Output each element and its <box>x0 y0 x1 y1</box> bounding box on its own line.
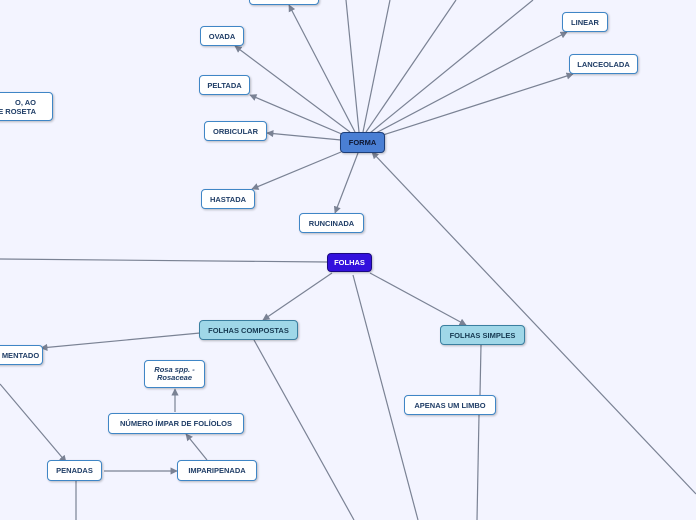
node-label: E ROSETA <box>0 106 36 116</box>
link-compostas-down <box>253 339 355 520</box>
link-forma-hastada <box>251 151 342 190</box>
node-label: NÚMERO ÍMPAR DE FOLÍOLOS <box>120 419 232 428</box>
node-label: ORBICULAR <box>213 126 258 136</box>
node-mentado[interactable]: MENTADO <box>0 345 43 365</box>
link-forma-lanceolada <box>379 72 574 137</box>
node-runcinada[interactable]: RUNCINADA <box>299 213 364 233</box>
link-forma-offscreen-4 <box>365 0 457 133</box>
node-penadas[interactable]: PENADAS <box>47 460 102 481</box>
node-label: FORMA <box>348 138 377 147</box>
node-label: FOLHAS COMPOSTAS <box>208 325 289 335</box>
node-ovada[interactable]: OVADA <box>200 26 244 46</box>
node-label: LINEAR <box>571 17 599 27</box>
node-forma[interactable]: FORMA <box>340 132 385 153</box>
node-label: Rosaceae <box>156 373 193 382</box>
node-label: O, AO <box>15 97 36 107</box>
link-forma-runcinada <box>333 152 359 214</box>
link-compostas-mentado <box>40 332 201 351</box>
node-folhas-simples[interactable]: FOLHAS SIMPLES <box>440 325 525 345</box>
node-rosa[interactable]: Rosa spp. - Rosaceae <box>144 360 205 388</box>
link-folhas-left <box>0 258 328 263</box>
node-label: FOLHAS SIMPLES <box>449 330 516 340</box>
node-lanceolada[interactable]: LANCEOLADA <box>569 54 638 74</box>
link-simples-limbo <box>479 344 482 396</box>
node-label: MENTADO <box>1 350 40 360</box>
node-roseta[interactable]: O, AO E ROSETA <box>0 92 53 121</box>
node-label: PELTADA <box>207 80 242 90</box>
node-orbicular[interactable]: ORBICULAR <box>204 121 267 141</box>
link-forma-offscreen-1 <box>288 4 356 133</box>
link-imparipenada-numero <box>185 433 208 461</box>
link-forma-peltada <box>249 94 345 136</box>
node-label: APENAS UM LIMBO <box>414 400 486 410</box>
link-folhas-simples <box>369 272 467 326</box>
node-imparipenada[interactable]: IMPARIPENADA <box>177 460 257 481</box>
link-folhas-down <box>352 274 419 520</box>
node-label: Rosa spp. - <box>154 365 195 374</box>
link-forma-offscreen-2 <box>345 0 360 133</box>
link-forma-linear <box>373 31 568 135</box>
node-label: IMPARIPENADA <box>188 466 246 475</box>
link-folhas-compostas <box>262 272 333 321</box>
node-hastada[interactable]: HASTADA <box>201 189 255 209</box>
link-forma-ovada <box>234 45 351 133</box>
node-numero-impar[interactable]: NÚMERO ÍMPAR DE FOLÍOLOS <box>108 413 244 434</box>
node-label: FOLHAS <box>334 258 365 267</box>
node-apenas-um-limbo[interactable]: APENAS UM LIMBO <box>404 395 496 415</box>
node-folhas[interactable]: FOLHAS <box>327 253 372 272</box>
link-forma-offscreen-5 <box>369 0 534 134</box>
node-label: HASTADA <box>209 194 247 204</box>
link-offscreen-forma <box>371 151 696 495</box>
node-linear[interactable]: LINEAR <box>562 12 608 32</box>
link-limbo-down <box>476 414 480 520</box>
node-label: PENADAS <box>56 466 93 475</box>
link-mentado-penadas <box>0 383 67 463</box>
node-folhas-compostas[interactable]: FOLHAS COMPOSTAS <box>199 320 298 340</box>
node-label: RUNCINADA <box>308 218 355 228</box>
link-forma-offscreen-3 <box>362 0 391 133</box>
link-forma-orbicular <box>266 130 342 141</box>
node-label: OVADA <box>208 31 236 41</box>
node-offscreen-top[interactable] <box>249 0 319 5</box>
node-peltada[interactable]: PELTADA <box>199 75 250 95</box>
node-label: LANCEOLADA <box>577 59 630 69</box>
